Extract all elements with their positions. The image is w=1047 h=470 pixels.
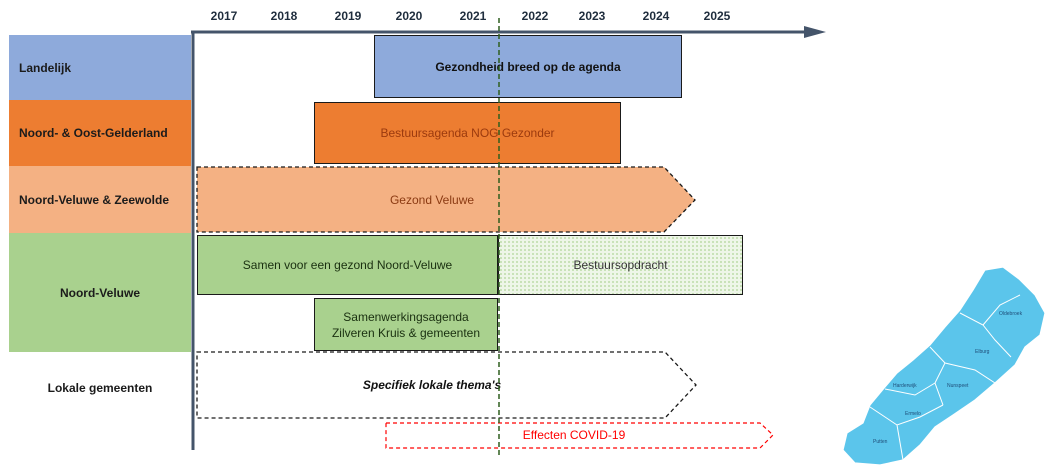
year-label: 2021 [459,9,487,23]
row-label-noord-veluwe: Noord-Veluwe [9,233,191,352]
bar-specifiek-lokaal-shape [196,351,697,419]
region-map: Oldebroek Elburg Harderwijk Nunspeet Erm… [842,266,1046,466]
map-label-putten: Putten [873,439,888,445]
bar-bestuursagenda-nog-label: Bestuursagenda NOG Gezonder [380,126,555,140]
bar-specifiek-lokaal: Specifiek lokale thema's [197,352,667,418]
bar-specifiek-lokaal-label: Specifiek lokale thema's [362,378,502,392]
map-label-ermelo: Ermelo [905,411,921,417]
bar-covid-label: Effecten COVID-19 [522,428,626,442]
bar-gezondheid-breed-label: Gezondheid breed op de agenda [435,59,621,74]
year-label: 2022 [521,9,549,23]
current-year-marker [498,18,500,458]
bar-gezond-veluwe-label: Gezond Veluwe [389,192,475,207]
row-label-noord-veluwe-zeewolde: Noord-Veluwe & Zeewolde [9,166,191,233]
map-label-oldebroek: Oldebroek [999,311,1023,317]
bar-gezond-veluwe: Gezond Veluwe [197,167,667,232]
bar-gezond-veluwe-shape [196,166,696,233]
bar-bestuursopdracht: Bestuursopdracht [498,235,743,295]
bar-covid-shape [385,422,774,449]
year-label: 2019 [334,9,362,23]
bar-bestuursopdracht-label: Bestuursopdracht [573,258,668,272]
row-label-noord-oost-gelderland: Noord- & Oost-Gelderland [9,100,191,166]
year-label: 2025 [703,9,731,23]
map-label-harderwijk: Harderwijk [893,383,917,389]
year-label: 2017 [210,9,238,23]
bar-samenwerkingsagenda-line1: Samenwerkingsagenda [343,309,469,324]
year-label: 2024 [642,9,670,23]
year-label: 2018 [270,9,298,23]
year-label: 2020 [395,9,423,23]
year-label: 2023 [578,9,606,23]
row-label-lokale-gemeenten: Lokale gemeenten [9,355,191,420]
bar-covid: Effecten COVID-19 [386,422,762,448]
map-label-elburg: Elburg [975,349,990,355]
row-label-noord-veluwe-text: Noord-Veluwe [59,285,140,300]
bar-samen-gezond-label: Samen voor een gezond Noord-Veluwe [242,258,453,272]
timeline-arrowhead [804,26,826,38]
row-label-lokale-gemeenten-text: Lokale gemeenten [47,380,153,395]
row-label-noord-oost-gelderland-text: Noord- & Oost-Gelderland [19,126,168,140]
row-label-landelijk-text: Landelijk [19,60,72,75]
bar-bestuursagenda-nog: Bestuursagenda NOG Gezonder [314,102,621,164]
bar-samen-gezond: Samen voor een gezond Noord-Veluwe [197,235,498,295]
bar-samenwerkingsagenda: Samenwerkingsagenda Zilveren Kruis & gem… [314,298,498,351]
row-label-noord-veluwe-zeewolde-text: Noord-Veluwe & Zeewolde [19,192,170,207]
bar-gezondheid-breed: Gezondheid breed op de agenda [374,35,682,98]
bar-samenwerkingsagenda-line2: Zilveren Kruis & gemeenten [331,325,481,340]
map-label-nunspeet: Nunspeet [947,383,969,389]
row-label-landelijk: Landelijk [9,35,191,100]
